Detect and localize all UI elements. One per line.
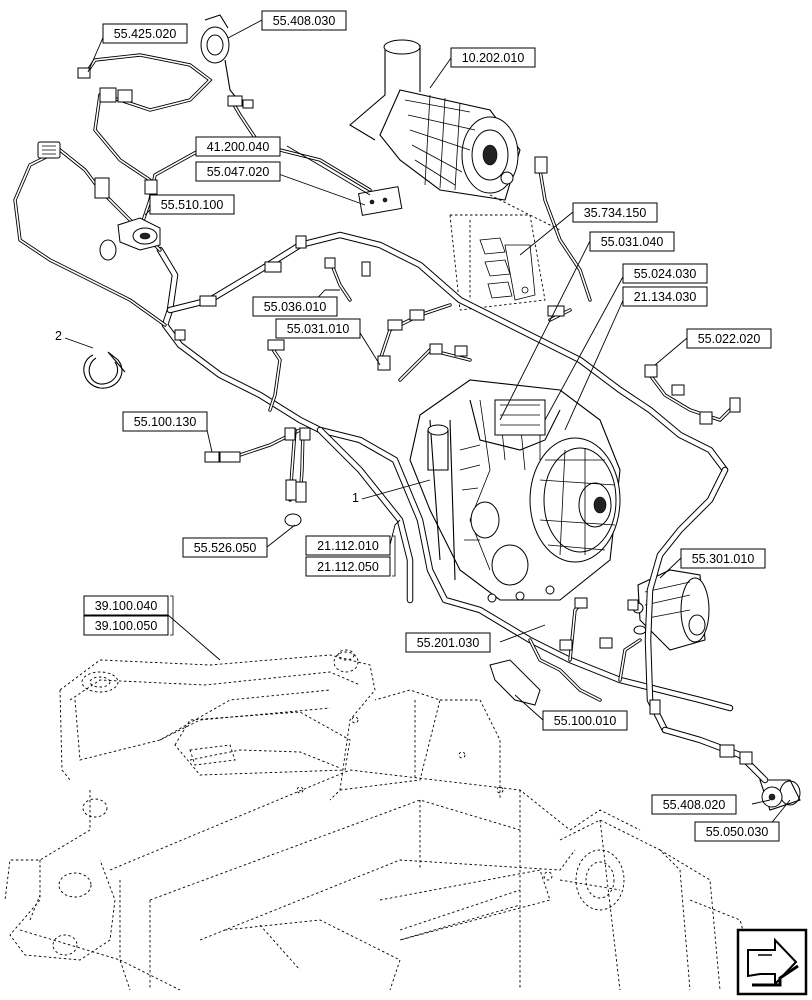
ref-label-55-408-030[interactable]: 55.408.030 bbox=[261, 10, 347, 31]
svg-text:55.301.010: 55.301.010 bbox=[692, 552, 755, 566]
svg-text:55.510.100: 55.510.100 bbox=[161, 198, 224, 212]
ref-label-55-031-010[interactable]: 55.031.010 bbox=[275, 318, 361, 339]
ref-label-39-100-050[interactable]: 39.100.050 bbox=[83, 615, 169, 636]
svg-text:55.022.020: 55.022.020 bbox=[698, 332, 761, 346]
ref-label-55-024-030[interactable]: 55.024.030 bbox=[622, 263, 708, 284]
group-bracket bbox=[170, 595, 174, 636]
svg-text:55.425.020: 55.425.020 bbox=[114, 27, 177, 41]
svg-text:21.112.050: 21.112.050 bbox=[317, 560, 379, 574]
starter-sensor bbox=[759, 779, 801, 811]
callout-1: 1 bbox=[352, 491, 359, 505]
ref-label-55-047-020[interactable]: 55.047.020 bbox=[195, 161, 281, 182]
ref-label-55-031-040[interactable]: 55.031.040 bbox=[589, 231, 675, 252]
ref-label-55-036-010[interactable]: 55.036.010 bbox=[252, 296, 338, 317]
ref-label-35-734-150[interactable]: 35.734.150 bbox=[572, 202, 658, 223]
svg-text:55.050.030: 55.050.030 bbox=[706, 825, 769, 839]
ref-label-55-050-030[interactable]: 55.050.030 bbox=[694, 821, 780, 842]
svg-text:41.200.040: 41.200.040 bbox=[207, 140, 270, 154]
svg-text:55.031.040: 55.031.040 bbox=[601, 235, 664, 249]
ref-label-55-201-030[interactable]: 55.201.030 bbox=[405, 632, 491, 653]
svg-text:21.112.010: 21.112.010 bbox=[317, 539, 379, 553]
ref-label-41-200-040[interactable]: 41.200.040 bbox=[195, 136, 281, 157]
svg-text:35.734.150: 35.734.150 bbox=[584, 206, 647, 220]
ref-label-39-100-040[interactable]: 39.100.040 bbox=[83, 595, 169, 616]
ref-label-55-301-010[interactable]: 55.301.010 bbox=[680, 548, 766, 569]
svg-text:55.024.030: 55.024.030 bbox=[634, 267, 697, 281]
ref-label-10-202-010[interactable]: 10.202.010 bbox=[450, 47, 536, 68]
ref-label-55-510-100[interactable]: 55.510.100 bbox=[149, 194, 235, 215]
svg-text:55.031.010: 55.031.010 bbox=[287, 322, 350, 336]
ref-label-21-134-030[interactable]: 21.134.030 bbox=[622, 286, 708, 307]
connectors bbox=[37, 67, 753, 765]
alternator bbox=[632, 569, 710, 651]
svg-text:55.408.030: 55.408.030 bbox=[273, 14, 336, 28]
callout-2: 2 bbox=[55, 329, 62, 343]
ref-label-55-100-010[interactable]: 55.100.010 bbox=[542, 710, 628, 731]
ref-label-21-112-050[interactable]: 21.112.050 bbox=[305, 556, 391, 577]
next-page-arrow-icon[interactable] bbox=[736, 928, 808, 996]
ref-label-55-526-050[interactable]: 55.526.050 bbox=[182, 537, 268, 558]
transmission bbox=[409, 379, 621, 603]
svg-text:39.100.040: 39.100.040 bbox=[95, 599, 158, 613]
svg-text:39.100.050: 39.100.050 bbox=[95, 619, 158, 633]
chassis-frame bbox=[4, 649, 761, 991]
svg-text:55.408.020: 55.408.020 bbox=[663, 798, 726, 812]
ref-label-55-425-020[interactable]: 55.425.020 bbox=[102, 23, 188, 44]
air-filter bbox=[349, 39, 561, 231]
svg-text:55.100.130: 55.100.130 bbox=[134, 415, 197, 429]
svg-text:55.100.010: 55.100.010 bbox=[554, 714, 617, 728]
svg-text:55.201.030: 55.201.030 bbox=[417, 636, 480, 650]
ref-label-55-408-020[interactable]: 55.408.020 bbox=[651, 794, 737, 815]
ref-label-21-112-010[interactable]: 21.112.010 bbox=[305, 535, 391, 556]
leader-lines bbox=[64, 19, 791, 832]
top-sensor bbox=[200, 14, 239, 101]
svg-text:55.047.020: 55.047.020 bbox=[207, 165, 270, 179]
svg-text:21.134.030: 21.134.030 bbox=[634, 290, 697, 304]
group-bracket bbox=[392, 535, 396, 577]
svg-text:55.036.010: 55.036.010 bbox=[264, 300, 327, 314]
ref-label-55-022-020[interactable]: 55.022.020 bbox=[686, 328, 772, 349]
svg-text:10.202.010: 10.202.010 bbox=[462, 51, 525, 65]
svg-text:55.526.050: 55.526.050 bbox=[194, 541, 257, 555]
connector-blocks bbox=[449, 214, 546, 311]
ref-label-55-100-130[interactable]: 55.100.130 bbox=[122, 411, 208, 432]
